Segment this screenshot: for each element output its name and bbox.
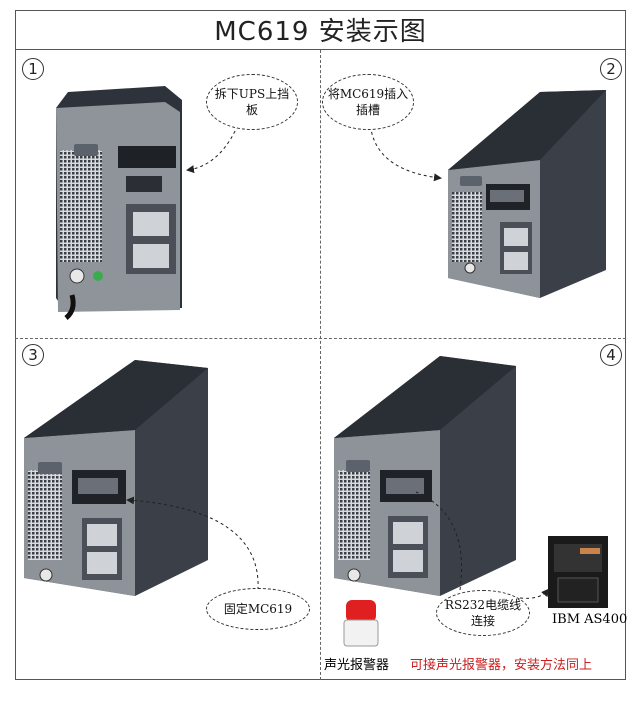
ibm-label: IBM AS400 bbox=[552, 612, 627, 627]
step-number-4: 4 bbox=[600, 344, 622, 366]
callout-insert-mc619: 将MC619插入插槽 bbox=[322, 74, 414, 130]
alarm-device bbox=[344, 600, 378, 646]
step-number-2: 2 bbox=[600, 58, 622, 80]
callout-fix-mc619: 固定MC619 bbox=[206, 588, 310, 630]
ups-rear-view bbox=[56, 86, 182, 318]
step-number-3: 3 bbox=[22, 344, 44, 366]
ups-angled-view-3 bbox=[24, 360, 208, 596]
ibm-as400-server bbox=[548, 536, 608, 608]
ups-angled-view-2 bbox=[448, 90, 606, 298]
callout-remove-cover: 拆下UPS上挡板 bbox=[206, 74, 298, 130]
ups-angled-view-4 bbox=[334, 356, 516, 596]
step-number-1: 1 bbox=[22, 58, 44, 80]
top-cover-plate bbox=[118, 146, 176, 168]
alarm-note: 可接声光报警器，安装方法同上 bbox=[410, 654, 592, 673]
callout-rs232: RS232电缆线连接 bbox=[436, 590, 530, 636]
alarm-label: 声光报警器 bbox=[324, 654, 389, 673]
